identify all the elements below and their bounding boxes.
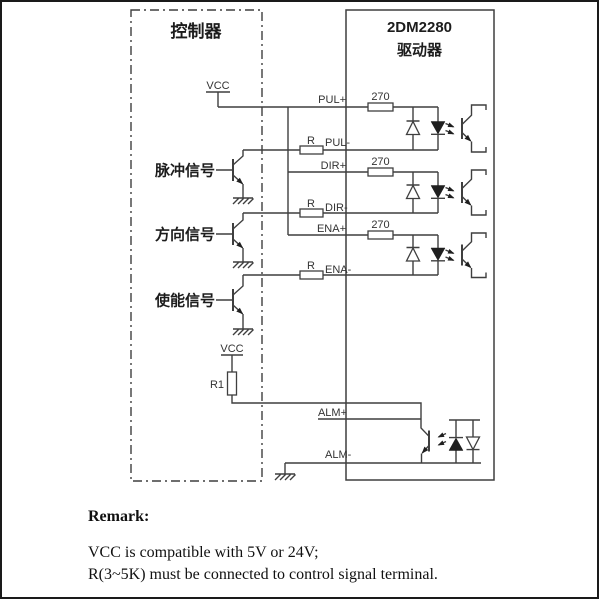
terminal-ena-minus: ENA- xyxy=(325,264,352,276)
alm-minus-wire xyxy=(284,462,481,474)
alm-diode xyxy=(465,436,481,451)
terminal-alm-minus: ALM- xyxy=(325,449,352,461)
ground-symbol-direction xyxy=(232,261,254,269)
remark-line1: VCC is compatible with 5V or 24V; xyxy=(88,544,319,561)
terminal-dir-plus: DIR+ xyxy=(321,160,346,172)
r-label-ena: R xyxy=(307,260,315,272)
r-label-dir: R xyxy=(307,198,315,210)
ena-phototransistor-collector xyxy=(461,232,487,252)
signal-label-enable: 使能信号 xyxy=(154,292,215,310)
driver-model: 2DM2280 xyxy=(387,19,452,36)
remark-line2: R(3~5K) must be connected to control sig… xyxy=(88,566,438,583)
resistors xyxy=(226,102,394,396)
r1-wire xyxy=(231,395,422,419)
r270-label-pul: 270 xyxy=(371,91,389,103)
terminal-pul-minus: PUL- xyxy=(325,137,350,149)
pul-clamp-diode xyxy=(405,120,421,136)
r-label-pul: R xyxy=(307,135,315,147)
alm-phototransistor-collector xyxy=(420,419,430,437)
vcc-bottom-label: VCC xyxy=(220,343,243,355)
remark-title: Remark: xyxy=(88,508,149,525)
vcc-top-symbol xyxy=(206,91,230,107)
controller-title: 控制器 xyxy=(171,21,223,41)
alarm-optocoupler xyxy=(420,419,481,463)
resistor-r1 xyxy=(226,371,238,396)
signal-label-pulse: 脉冲信号 xyxy=(154,162,215,180)
resistor-r-ena xyxy=(299,270,324,280)
ground-symbol-enable xyxy=(232,328,254,336)
pul-optocoupler xyxy=(405,104,487,153)
terminal-ena-plus: ENA+ xyxy=(317,223,346,235)
resistor-270-ena xyxy=(367,230,394,240)
signal-label-direction: 方向信号 xyxy=(155,226,215,244)
r270-label-dir: 270 xyxy=(371,156,389,168)
terminal-alm-plus: ALM+ xyxy=(318,407,347,419)
ena-phototransistor-emitter xyxy=(461,258,487,279)
terminal-dir-minus: DIR- xyxy=(325,202,348,214)
pul-led xyxy=(430,121,446,135)
r270-label-ena: 270 xyxy=(371,219,389,231)
driver-box xyxy=(345,9,495,481)
pulse-transistor xyxy=(216,150,244,198)
vcc-bottom-symbol xyxy=(221,354,243,372)
dir-phototransistor-collector xyxy=(461,169,487,190)
vcc-top-label: VCC xyxy=(206,80,229,92)
dir-clamp-diode xyxy=(405,184,421,200)
dir-led xyxy=(430,185,446,199)
direction-transistor xyxy=(216,213,244,262)
ena-clamp-diode xyxy=(405,246,421,262)
ena-led xyxy=(430,247,446,262)
resistor-270-dir xyxy=(367,167,394,177)
pul-phototransistor-collector xyxy=(461,104,487,126)
pul-phototransistor-emitter xyxy=(461,131,487,153)
ena-optocoupler xyxy=(405,232,487,279)
dir-optocoupler xyxy=(405,169,487,216)
resistor-270-pul xyxy=(367,102,394,112)
resistor-r-dir xyxy=(299,208,324,218)
resistor-r-pul xyxy=(299,145,324,155)
alm-led xyxy=(448,437,464,451)
terminal-pul-plus: PUL+ xyxy=(318,94,346,106)
dir-phototransistor-emitter xyxy=(461,195,487,216)
r1-label: R1 xyxy=(210,379,224,391)
signal-wires xyxy=(206,91,481,474)
controller-box xyxy=(130,9,263,482)
driver-title: 驱动器 xyxy=(397,41,443,59)
enable-transistor xyxy=(216,275,244,329)
ground-symbol-alm xyxy=(274,473,296,481)
ground-symbol-pulse xyxy=(232,197,254,205)
